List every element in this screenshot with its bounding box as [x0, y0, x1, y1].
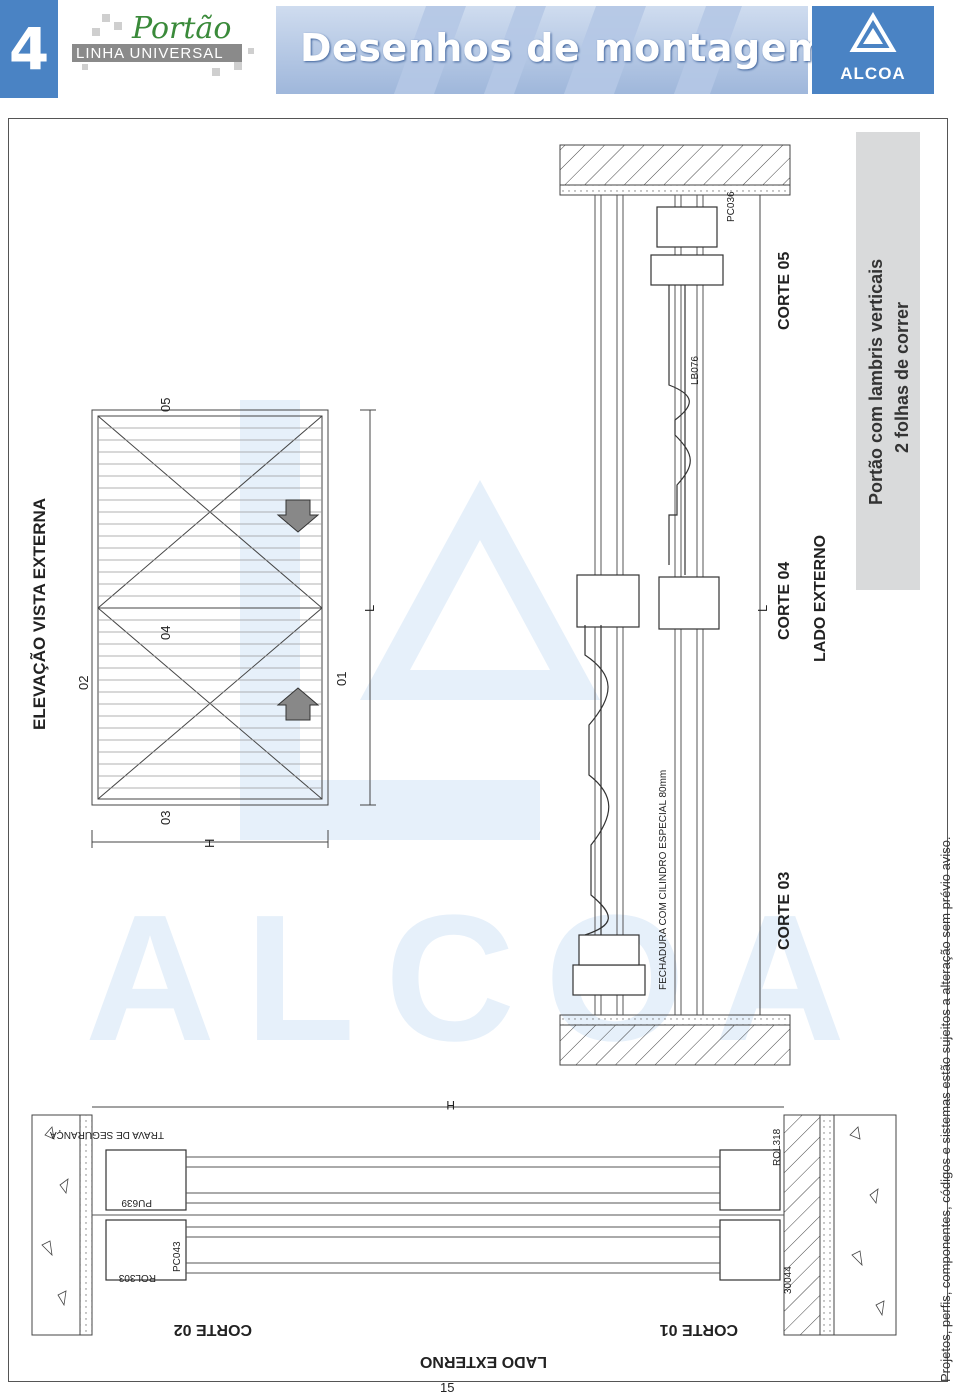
- lado-externo-right: LADO EXTERNO: [812, 534, 829, 662]
- sidebar-line-1: Portão com lambris verticais: [866, 258, 886, 505]
- mark-05: 05: [158, 397, 173, 412]
- label-rol303: ROL303: [118, 1272, 156, 1283]
- portao-brand-logo: Portão LINHA UNIVERSAL: [62, 4, 272, 94]
- dim-L-right: L: [755, 604, 770, 612]
- lado-externo-bottom: LADO EXTERNO: [419, 1353, 547, 1370]
- elevation-heading: ELEVAÇÃO VISTA EXTERNA: [30, 497, 49, 730]
- label-rol318: ROL318: [772, 1128, 783, 1166]
- section-number-tab: 4: [0, 0, 58, 98]
- dim-H-bottom: H: [446, 1098, 455, 1112]
- alcoa-label: ALCOA: [840, 64, 906, 83]
- footer-disclaimer: Projetos, perfis, componentes, códigos e…: [938, 836, 953, 1382]
- corte-01-label: CORTE 01: [659, 1321, 738, 1338]
- label-lb076: LB076: [690, 356, 701, 385]
- label-30044: 30044: [783, 1266, 794, 1294]
- product-sidebar: [856, 132, 920, 590]
- mark-02: 02: [76, 675, 91, 690]
- page-number: 15: [440, 1380, 455, 1395]
- label-trava: TRAVA DE SEGURANÇA: [49, 1129, 164, 1140]
- sidebar-line-2: 2 folhas de correr: [892, 301, 912, 453]
- mark-01: 01: [334, 671, 349, 686]
- corte-04-label: CORTE 04: [776, 561, 793, 640]
- corte-02-label: CORTE 02: [173, 1321, 252, 1338]
- alcoa-logo: [812, 6, 934, 94]
- corte-05-label: CORTE 05: [776, 251, 793, 330]
- section-bottom-drawing: [31, 1106, 897, 1336]
- label-pc043: PC043: [172, 1241, 183, 1272]
- elevation-drawing: [91, 409, 376, 848]
- corte-03-label: CORTE 03: [776, 871, 793, 950]
- lambri-profiles: [584, 285, 691, 936]
- page-header: 4 Portão LINHA UNIVERSAL Desenhos de mon…: [0, 0, 960, 100]
- dim-H: H: [202, 838, 217, 848]
- mark-03: 03: [158, 810, 173, 825]
- dim-L: L: [362, 604, 377, 612]
- lambri-lines: [98, 427, 322, 789]
- sliding-arrows: [276, 499, 320, 721]
- label-pu639: PU639: [121, 1197, 152, 1208]
- label-pc036: PC036: [726, 191, 737, 222]
- section-right-drawing: [559, 144, 791, 1066]
- page-title: Desenhos de montagem: [300, 26, 828, 70]
- drawing-frame: [8, 118, 948, 1382]
- title-banner: [276, 6, 808, 94]
- brand-line: LINHA UNIVERSAL: [76, 45, 224, 62]
- brand-script: Portão: [131, 11, 231, 46]
- label-fechadura: FECHADURA COM CILINDRO ESPECIAL 80mm: [658, 769, 669, 990]
- mark-04: 04: [158, 625, 173, 640]
